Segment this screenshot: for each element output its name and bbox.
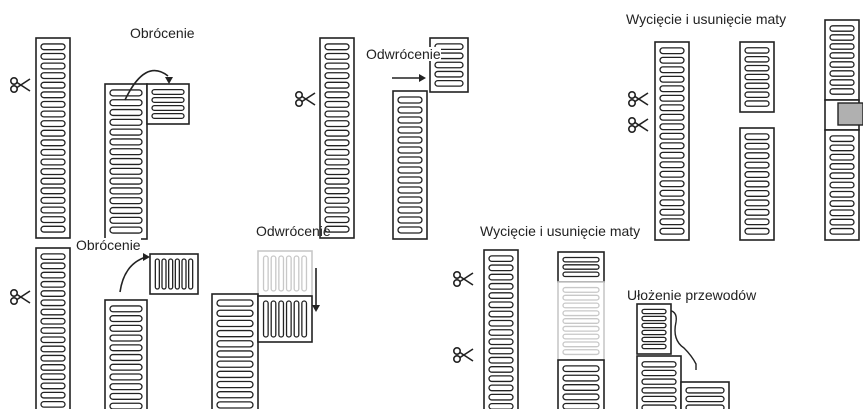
label-ulozenie: Ułożenie przewodów — [627, 287, 757, 303]
label-odwrocenie-top: Odwrócenie — [366, 46, 441, 62]
mat-full-3 — [654, 41, 690, 241]
label-obrocenie-bottom: Obrócenie — [76, 237, 141, 253]
arrowhead-icon — [312, 305, 320, 312]
scissors-icon — [627, 91, 649, 108]
mat-upper-part-3b — [824, 19, 860, 101]
scissors-icon — [294, 91, 316, 108]
scissors-icon — [452, 346, 474, 363]
label-wyciecie-top: Wycięcie i usunięcie maty — [626, 11, 787, 27]
mat-full-4 — [35, 247, 71, 409]
mat-lower-part-4 — [104, 299, 148, 409]
mat-rotated-part-4 — [149, 253, 199, 295]
mat-upper-part-6 — [557, 251, 605, 283]
scissors-icon — [10, 77, 31, 94]
removed-section — [837, 102, 863, 126]
wire-routing — [642, 309, 697, 370]
arrowhead-icon — [419, 74, 426, 82]
mat-placed-7a — [636, 355, 682, 409]
mat-full-6 — [483, 249, 519, 409]
scissors-icon — [627, 117, 649, 134]
mat-lower-part-2 — [392, 90, 428, 240]
mat-full-2 — [319, 37, 355, 239]
mat-lower-part-6 — [557, 359, 605, 409]
mat-stacked-upper-7 — [636, 303, 672, 355]
curved-arrow-icon — [119, 256, 147, 293]
curved-arrow-icon — [124, 69, 169, 101]
mat-lower-part-3b — [824, 129, 860, 241]
mat-lower-part-5 — [211, 293, 259, 409]
label-wyciecie-bottom: Wycięcie i usunięcie maty — [480, 223, 641, 239]
mat-placed-7b — [680, 381, 730, 409]
mat-upper-part-3 — [739, 41, 775, 113]
arrowhead-icon — [165, 77, 173, 84]
mat-flipped-part-5 — [257, 295, 313, 343]
mat-lower-part-1 — [104, 83, 148, 240]
scissors-icon — [10, 288, 31, 305]
arrowhead-icon — [143, 253, 150, 261]
label-odwrocenie-bottom: Odwrócenie — [256, 223, 331, 239]
mat-ghost-position — [257, 250, 313, 297]
mat-removed-ghost — [557, 281, 605, 361]
scissors-icon — [452, 270, 474, 287]
mat-lower-part-3 — [739, 127, 775, 241]
mat-rotated-part-1 — [146, 83, 190, 125]
mat-full-1 — [35, 37, 71, 239]
label-obrocenie-top: Obrócenie — [130, 25, 195, 41]
